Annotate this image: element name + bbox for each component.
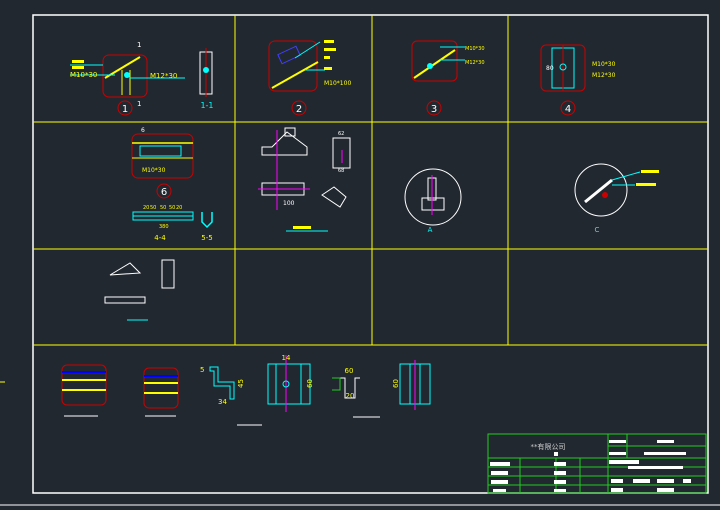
bracket-detail: 100 62 68 bbox=[258, 127, 351, 232]
dimension: 20 bbox=[346, 392, 355, 400]
panel-grid bbox=[33, 15, 708, 346]
dimension: 380 bbox=[159, 224, 169, 230]
detail-1: M10*30 M12*30 1 1 1 1-1 bbox=[70, 41, 214, 116]
dimension: 80 bbox=[546, 65, 554, 72]
section-mark: 1 bbox=[137, 100, 141, 108]
detail-3: M10*30 M12*30 3 bbox=[411, 40, 485, 116]
dimension: 60 bbox=[306, 379, 314, 388]
bolt-label: M12*30 bbox=[465, 60, 485, 66]
detail-number: 4 bbox=[565, 104, 571, 115]
dimension: 60 bbox=[392, 379, 400, 388]
bolt-label: M12*30 bbox=[592, 72, 616, 79]
detail-a: A bbox=[404, 168, 462, 234]
bolt-label: M10*30 bbox=[465, 46, 485, 52]
bottom-details: 5 45 34 14 60 60 20 60 bbox=[61, 354, 431, 426]
dimension: 50 bbox=[169, 205, 175, 211]
detail-4: 80 M10*30 M12*30 4 bbox=[540, 44, 616, 116]
detail-label: C bbox=[595, 226, 600, 234]
detail-number: 3 bbox=[431, 104, 437, 115]
dimension: 60 bbox=[345, 367, 354, 375]
section-label: 5-5 bbox=[201, 234, 212, 242]
bolt-label: M10*30 bbox=[142, 167, 166, 174]
detail-number: 6 bbox=[161, 187, 167, 198]
dimension: 62 bbox=[338, 131, 344, 137]
bolt-label: M10*100 bbox=[324, 80, 351, 87]
detail-c: C bbox=[574, 163, 659, 234]
dimension: 68 bbox=[338, 168, 344, 174]
detail-number: 2 bbox=[296, 104, 302, 115]
drawing-frame bbox=[32, 14, 709, 494]
section-mark: 1 bbox=[137, 41, 141, 49]
bolt-label: M10*30 bbox=[592, 61, 616, 68]
detail-support bbox=[104, 259, 175, 321]
dimension: 100 bbox=[283, 200, 295, 207]
section-label: 1-1 bbox=[200, 101, 213, 110]
dimension: 20 bbox=[176, 205, 182, 211]
detail-2: M10*100 2 bbox=[268, 40, 351, 116]
bolt-label: M10*30 bbox=[70, 71, 97, 79]
dimension: 45 bbox=[237, 379, 245, 388]
section-label: 4-4 bbox=[154, 234, 166, 242]
section-mark: 6 bbox=[141, 127, 145, 134]
detail-label: A bbox=[428, 226, 433, 234]
title-block: **有限公司 bbox=[487, 433, 707, 494]
dimension: 50 bbox=[160, 205, 166, 211]
dimension: 50 bbox=[150, 205, 156, 211]
detail-number-circle bbox=[117, 100, 133, 116]
dimension: 5 bbox=[200, 366, 204, 374]
company-name: **有限公司 bbox=[531, 442, 566, 451]
dimension: 20 bbox=[143, 205, 149, 211]
dimension: 14 bbox=[282, 354, 291, 362]
dimension: 34 bbox=[218, 398, 227, 406]
detail-6: M10*30 6 6 20 50 50 50 20 380 4-4 5-5 bbox=[131, 127, 213, 242]
bolt-label: M12*30 bbox=[150, 72, 177, 80]
detail-number: 1 bbox=[122, 104, 128, 115]
